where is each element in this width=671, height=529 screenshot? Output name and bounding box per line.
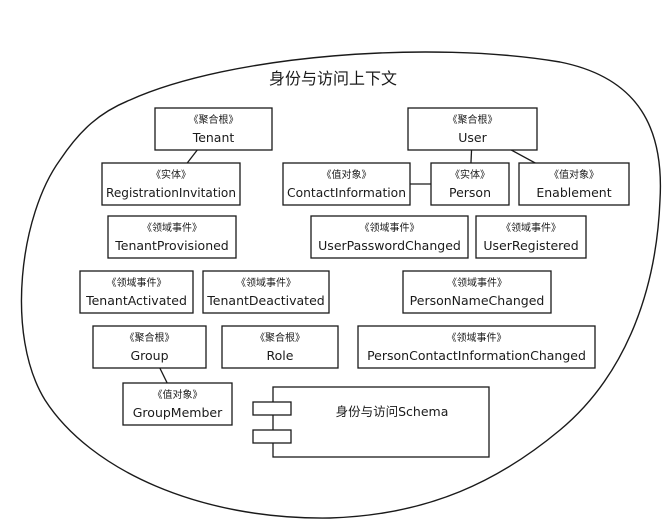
node-name: Group: [130, 348, 168, 363]
node-name: TenantDeactivated: [206, 293, 324, 308]
node-stereotype: 《领域事件》: [501, 221, 561, 234]
node-user-password-changed[interactable]: 《领域事件》 UserPasswordChanged: [310, 215, 469, 259]
node-stereotype: 《领域事件》: [107, 276, 167, 289]
node-stereotype: 《领域事件》: [142, 221, 202, 234]
node-box: [402, 270, 552, 314]
node-person[interactable]: 《实体》 Person: [430, 162, 510, 206]
node-stereotype: 《领域事件》: [360, 221, 420, 234]
node-name: TenantProvisioned: [114, 238, 229, 253]
node-name: ContactInformation: [287, 185, 406, 200]
node-stereotype: 《值对象》: [322, 168, 372, 181]
context-title: 身份与访问上下文: [269, 69, 397, 88]
node-box: [122, 382, 233, 426]
node-role[interactable]: 《聚合根》 Role: [221, 325, 339, 369]
node-box: [310, 215, 469, 259]
node-box: [475, 215, 587, 259]
bounded-context-boundary: [20, 51, 662, 519]
schema-component[interactable]: 身份与访问Schema: [252, 386, 490, 458]
schema-component-port-top: [252, 401, 292, 416]
node-person-name-changed[interactable]: 《领域事件》 PersonNameChanged: [402, 270, 552, 314]
node-stereotype: 《领域事件》: [447, 331, 507, 344]
node-box: [357, 325, 596, 369]
schema-component-body: [272, 386, 490, 458]
node-person-contact-information-changed[interactable]: 《领域事件》 PersonContactInformationChanged: [357, 325, 596, 369]
node-stereotype: 《聚合根》: [255, 331, 305, 344]
node-stereotype: 《值对象》: [153, 388, 203, 401]
node-name: UserRegistered: [483, 238, 578, 253]
diagram-nodes: 《聚合根》 Tenant 《聚合根》 User 《实体》 RegistrationInvi…: [79, 107, 630, 426]
node-name: Tenant: [192, 130, 235, 145]
node-stereotype: 《聚合根》: [125, 331, 175, 344]
node-stereotype: 《聚合根》: [189, 113, 239, 126]
node-box: [79, 270, 194, 314]
node-stereotype: 《实体》: [151, 168, 191, 181]
schema-component-label: 身份与访问Schema: [336, 404, 449, 419]
node-registration-invitation[interactable]: 《实体》 RegistrationInvitation: [101, 162, 241, 206]
node-user-registered[interactable]: 《领域事件》 UserRegistered: [475, 215, 587, 259]
node-name: UserPasswordChanged: [318, 238, 461, 253]
node-name: PersonContactInformationChanged: [367, 348, 586, 363]
node-box: [154, 107, 273, 151]
node-tenant-deactivated[interactable]: 《领域事件》 TenantDeactivated: [202, 270, 330, 314]
node-box: [221, 325, 339, 369]
node-stereotype: 《实体》: [450, 168, 490, 181]
node-box: [202, 270, 330, 314]
node-tenant-activated[interactable]: 《领域事件》 TenantActivated: [79, 270, 194, 314]
node-name: User: [458, 130, 487, 145]
node-enablement[interactable]: 《值对象》 Enablement: [518, 162, 630, 206]
node-group[interactable]: 《聚合根》 Group: [92, 325, 207, 369]
node-name: Person: [449, 185, 491, 200]
node-name: Role: [267, 348, 294, 363]
node-stereotype: 《领域事件》: [447, 276, 507, 289]
node-box: [518, 162, 630, 206]
node-tenant[interactable]: 《聚合根》 Tenant: [154, 107, 273, 151]
node-contact-information[interactable]: 《值对象》 ContactInformation: [282, 162, 411, 206]
node-box: [101, 162, 241, 206]
node-user[interactable]: 《聚合根》 User: [407, 107, 538, 151]
node-group-member[interactable]: 《值对象》 GroupMember: [122, 382, 233, 426]
node-name: Enablement: [536, 185, 611, 200]
node-stereotype: 《聚合根》: [448, 113, 498, 126]
node-name: RegistrationInvitation: [106, 185, 236, 200]
node-name: PersonNameChanged: [410, 293, 545, 308]
node-box: [92, 325, 207, 369]
node-stereotype: 《领域事件》: [236, 276, 296, 289]
node-name: GroupMember: [133, 405, 223, 420]
node-box: [407, 107, 538, 151]
node-stereotype: 《值对象》: [549, 168, 599, 181]
schema-component-port-bottom: [252, 429, 292, 444]
node-name: TenantActivated: [85, 293, 187, 308]
node-box: [282, 162, 411, 206]
node-box: [107, 215, 237, 259]
node-tenant-provisioned[interactable]: 《领域事件》 TenantProvisioned: [107, 215, 237, 259]
node-box: [430, 162, 510, 206]
